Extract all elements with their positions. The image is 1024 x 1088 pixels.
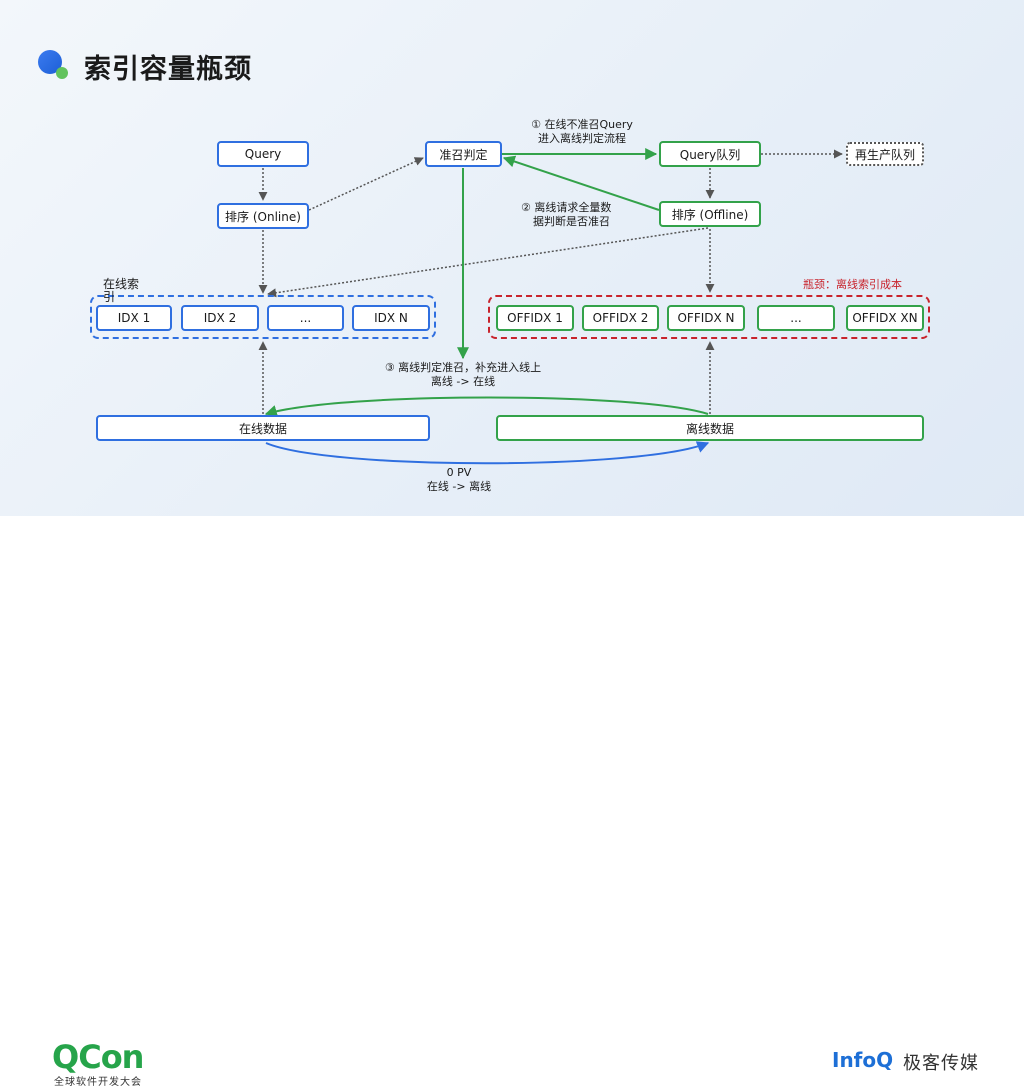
step3-line2: 离线 -> 在线 [430,375,496,388]
arrow-rank-offline-to-judge [502,155,660,211]
online-idx-item: IDX 2 [181,305,259,331]
step3-annotation: ③ 离线判定准召，补充进入线上 离线 -> 在线 [366,361,560,389]
arrow-online-to-offline-curve [265,441,710,465]
page-title: 索引容量瓶颈 [84,54,252,85]
footer: QCon 全球软件开发大会 InfoQ 极客传媒 [0,516,1024,1088]
online-index-group [90,295,436,339]
rank-offline-node: 排序 (Offline) [659,201,761,227]
online-index-label: 在线索引 [103,277,140,304]
qcon-logo: QCon [52,1038,144,1076]
online-idx-item: ... [267,305,344,331]
step1-line2: 进入离线判定流程 [538,132,626,145]
pv-line2: 在线 -> 离线 [426,480,492,493]
offline-data-node: 离线数据 [496,415,924,441]
offline-idx-item: OFFIDX N [667,305,745,331]
arrow-rank-offline-to-online-index [267,227,709,298]
query-node: Query [217,141,309,167]
reproduce-queue-node: 再生产队列 [846,142,924,166]
infoq-brand-text: 极客传媒 [903,1053,979,1074]
online-data-node: 在线数据 [96,415,430,441]
step2-line1: ② 离线请求全量数 [521,201,612,214]
slide-canvas: 索引容量瓶颈 [0,0,1024,516]
infoq-logo: InfoQ [832,1048,894,1072]
pv-line1: 0 PV [446,466,472,479]
bottleneck-label: 瓶颈：离线索引成本 [803,278,902,291]
query-queue-node: Query队列 [659,141,761,167]
pv-annotation: 0 PV 在线 -> 离线 [402,466,516,494]
offline-idx-item: OFFIDX XN [846,305,924,331]
step1-annotation: ① 在线不准召Query 进入离线判定流程 [520,118,644,146]
step2-line2: 据判断是否准召 [533,215,610,228]
step2-annotation: ② 离线请求全量数 据判断是否准召 [521,201,611,229]
online-idx-item: IDX N [352,305,430,331]
diagram-connectors [258,148,843,465]
title-bullet-accent-icon [56,67,68,79]
arrow-offline-to-online-curve [264,396,709,417]
qcon-subtitle: 全球软件开发大会 [54,1077,142,1088]
online-idx-item: IDX 1 [96,305,172,331]
admit-judge-node: 准召判定 [425,141,502,167]
step1-line1: ① 在线不准召Query [531,118,633,131]
arrow-rank-online-to-judge [308,157,424,211]
offline-idx-item: OFFIDX 2 [582,305,659,331]
offline-index-group [488,295,930,339]
offline-idx-item: OFFIDX 1 [496,305,574,331]
rank-online-node: 排序 (Online) [217,203,309,229]
step3-line1: ③ 离线判定准召，补充进入线上 [384,361,542,374]
offline-idx-item: ... [757,305,835,331]
